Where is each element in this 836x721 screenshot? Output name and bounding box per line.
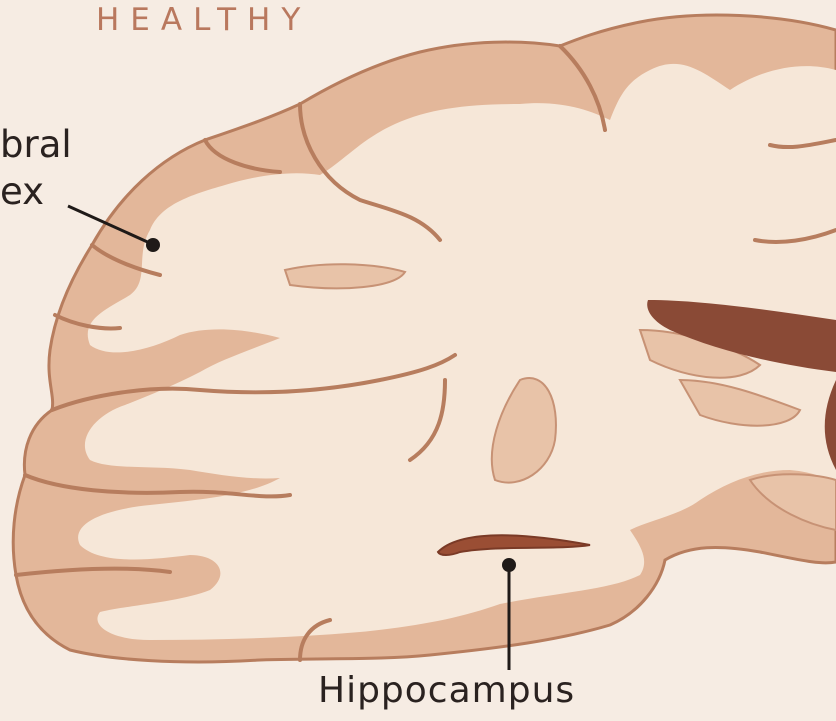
cortex-marker-dot xyxy=(146,238,160,252)
hippocampus-label: Hippocampus xyxy=(318,670,575,711)
cerebral-cortex-label-line1: bral xyxy=(0,123,72,166)
hippocampus-marker-dot xyxy=(502,558,516,572)
cerebral-cortex-label-line2: ex xyxy=(0,170,44,213)
